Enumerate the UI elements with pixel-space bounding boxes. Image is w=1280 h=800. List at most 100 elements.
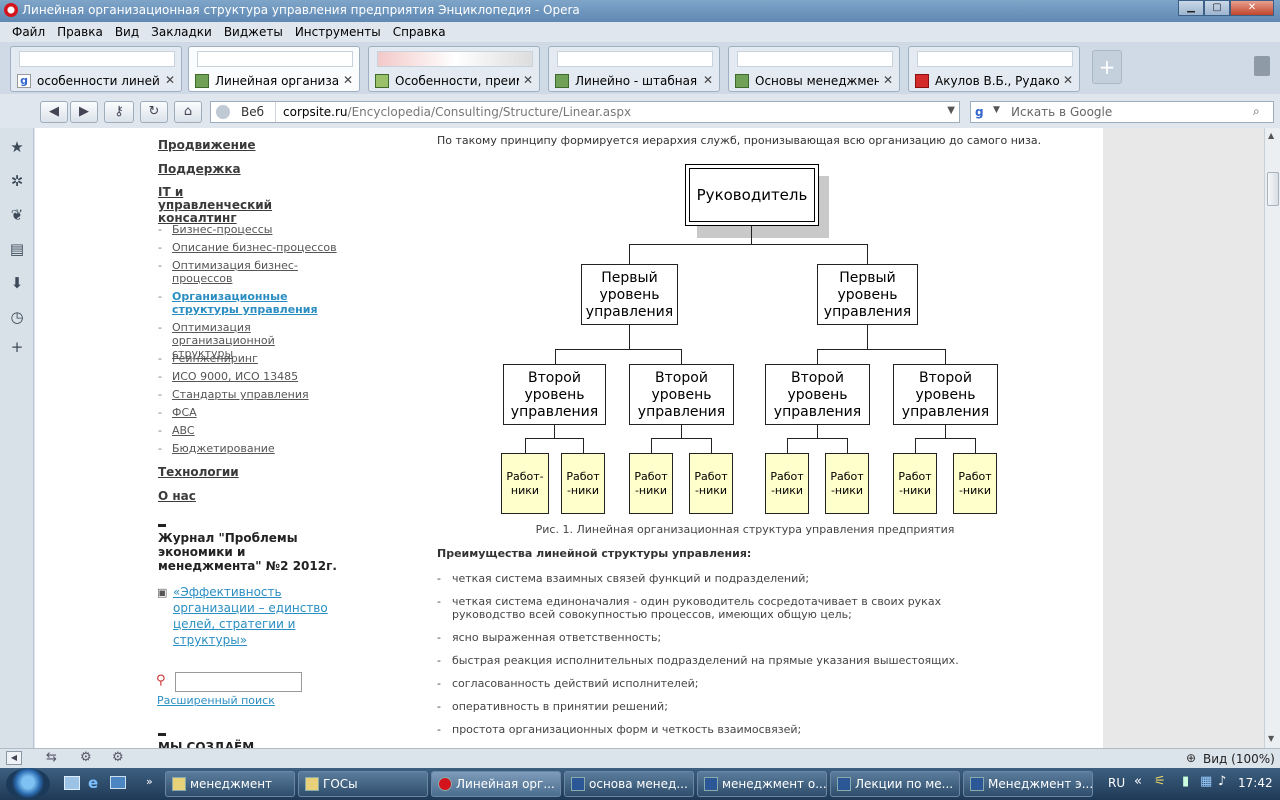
back-button[interactable]: ◀: [40, 101, 68, 123]
menu-bar: Файл Правка Вид Закладки Виджеты Инструм…: [0, 22, 1280, 42]
notes-icon[interactable]: ▤: [9, 240, 25, 258]
forward-button[interactable]: ▶: [70, 101, 98, 123]
search-icon[interactable]: ⌕: [1253, 104, 1260, 118]
explorer-icon[interactable]: [110, 776, 126, 789]
sync-icon[interactable]: ⇆: [46, 750, 57, 765]
list-item: -согласованность действий исполнителей;: [437, 677, 699, 690]
vertical-scrollbar[interactable]: ▲ ▼: [1264, 128, 1280, 748]
link-business-processes[interactable]: Бизнес-процессы: [172, 223, 273, 236]
taskbar-item-2[interactable]: ГОСы: [298, 771, 428, 797]
close-tab-icon[interactable]: ✕: [522, 73, 533, 87]
turbo-icon[interactable]: ⚙: [80, 750, 92, 765]
tab-thumbnail: [197, 51, 353, 67]
search-field[interactable]: g ▼ Искать в Google ⌕: [970, 101, 1274, 123]
volume-icon[interactable]: ♪: [1218, 774, 1227, 789]
menu-tools[interactable]: Инструменты: [294, 25, 381, 39]
link-standards[interactable]: Стандарты управления: [172, 388, 309, 401]
reload-button[interactable]: ↻: [140, 101, 168, 123]
tab-4[interactable]: Линейно - штабная ... ✕: [548, 46, 720, 92]
chevron-down-icon[interactable]: ▼: [947, 105, 955, 116]
taskbar-item-6[interactable]: Лекции по ме...: [830, 771, 960, 797]
close-tab-icon[interactable]: ✕: [702, 73, 713, 87]
ie-icon[interactable]: e: [88, 774, 99, 792]
add-panel-icon[interactable]: +: [10, 338, 24, 356]
battery-icon[interactable]: ▮: [1182, 774, 1190, 789]
menu-widgets[interactable]: Виджеты: [223, 25, 283, 39]
zoom-icon[interactable]: ⊕: [1186, 751, 1197, 765]
clock[interactable]: 17:42: [1238, 776, 1273, 790]
menu-edit[interactable]: Правка: [57, 25, 103, 39]
close-tab-icon[interactable]: ✕: [342, 73, 353, 87]
minimize-button[interactable]: ▁: [1178, 0, 1204, 16]
advanced-search-link[interactable]: Расширенный поиск: [157, 694, 275, 707]
wifi-icon[interactable]: ⚟: [1154, 774, 1166, 789]
link-org-structures[interactable]: Организационные структуры управления: [172, 290, 318, 316]
close-tab-icon[interactable]: ✕: [882, 73, 893, 87]
scroll-down-icon[interactable]: ▼: [1268, 734, 1275, 743]
widgets-gear-icon[interactable]: ✲: [10, 172, 24, 190]
link-fsa[interactable]: ФСА: [172, 406, 197, 419]
intro-text: По такому принципу формируется иерархия …: [437, 134, 1042, 147]
taskbar-item-7[interactable]: Менеджмент э...: [963, 771, 1093, 797]
link-org-optimization[interactable]: Оптимизация организационной структуры: [172, 321, 275, 360]
panel-toggle-icon[interactable]: ◀: [6, 751, 22, 765]
tab-6[interactable]: Акулов В.Б., Рудаков... ✕: [908, 46, 1080, 92]
link-it-consulting[interactable]: IT и управленческий консалтинг: [158, 185, 273, 225]
close-tab-icon[interactable]: ✕: [1062, 73, 1073, 87]
start-button[interactable]: [6, 768, 50, 800]
settings-icon[interactable]: ⚙: [112, 750, 124, 765]
connector: [945, 349, 946, 364]
section-marker: [158, 733, 166, 736]
menu-bookmarks[interactable]: Закладки: [151, 25, 212, 39]
menu-file[interactable]: Файл: [12, 25, 46, 39]
tab-3[interactable]: Особенности, преим... ✕: [368, 46, 540, 92]
unite-icon[interactable]: ❦: [10, 206, 24, 224]
menu-help[interactable]: Справка: [392, 25, 446, 39]
tab-2[interactable]: Линейная организац... ✕: [188, 46, 360, 92]
link-budgeting[interactable]: Бюджетирование: [172, 442, 275, 455]
bookmarks-star-icon[interactable]: ★: [10, 138, 24, 156]
key-icon[interactable]: ⚷: [104, 101, 134, 123]
link-bp-optimization[interactable]: Оптимизация бизнес-процессов: [172, 259, 298, 285]
taskbar-item-4[interactable]: основа менед...: [564, 771, 694, 797]
taskbar-item-1[interactable]: менеджмент: [165, 771, 295, 797]
site-search-input[interactable]: [175, 672, 302, 692]
network-icon[interactable]: ▦: [1200, 774, 1213, 789]
address-field[interactable]: Веб corpsite.ru/Encyclopedia/Consulting/…: [210, 101, 960, 123]
link-about[interactable]: О нас: [158, 489, 196, 503]
trash-icon[interactable]: [1254, 56, 1270, 76]
link-iso[interactable]: ИСО 9000, ИСО 13485: [172, 370, 299, 383]
home-button[interactable]: ⌂: [174, 101, 202, 123]
scrollbar-thumb[interactable]: [1267, 172, 1279, 206]
link-technologies[interactable]: Технологии: [158, 465, 239, 479]
scroll-up-icon[interactable]: ▲: [1268, 131, 1275, 140]
section-marker: [158, 524, 166, 527]
link-promotion[interactable]: Продвижение: [158, 138, 256, 152]
advantages-list: -четкая система взаимных связей функций …: [437, 572, 997, 746]
quicklaunch-more-icon[interactable]: »: [146, 775, 153, 788]
downloads-icon[interactable]: ⬇: [10, 274, 24, 292]
language-indicator[interactable]: RU: [1108, 776, 1126, 790]
taskbar-item-5[interactable]: менеджмент о...: [697, 771, 827, 797]
chevron-down-icon[interactable]: ▼: [993, 105, 1000, 115]
tray-expand-icon[interactable]: «: [1134, 774, 1142, 789]
link-bp-description[interactable]: Описание бизнес-процессов: [172, 241, 337, 254]
new-tab-button[interactable]: +: [1092, 50, 1122, 84]
tab-1[interactable]: g особенности линей... ✕: [10, 46, 182, 92]
close-window-button[interactable]: ✕: [1230, 0, 1274, 16]
close-tab-icon[interactable]: ✕: [164, 73, 175, 87]
connector: [817, 349, 818, 364]
maximize-button[interactable]: ▢: [1204, 0, 1230, 16]
journal-article-link[interactable]: «Эффективность организации – единство це…: [173, 585, 328, 647]
taskbar-item-3[interactable]: Линейная орг...: [431, 771, 561, 797]
list-item-text: оперативность в принятии решений;: [452, 700, 668, 713]
workers-box-6: Работ -ники: [825, 453, 869, 514]
tab-5[interactable]: Основы менеджмен... ✕: [728, 46, 900, 92]
history-clock-icon[interactable]: ◷: [10, 308, 24, 326]
show-desktop-icon[interactable]: [64, 776, 80, 790]
link-abc[interactable]: ABC: [172, 424, 195, 437]
zoom-level[interactable]: Вид (100%): [1203, 752, 1275, 766]
link-reengineering[interactable]: Реинжениринг: [172, 352, 258, 365]
menu-view[interactable]: Вид: [114, 25, 140, 39]
link-support[interactable]: Поддержка: [158, 162, 241, 176]
